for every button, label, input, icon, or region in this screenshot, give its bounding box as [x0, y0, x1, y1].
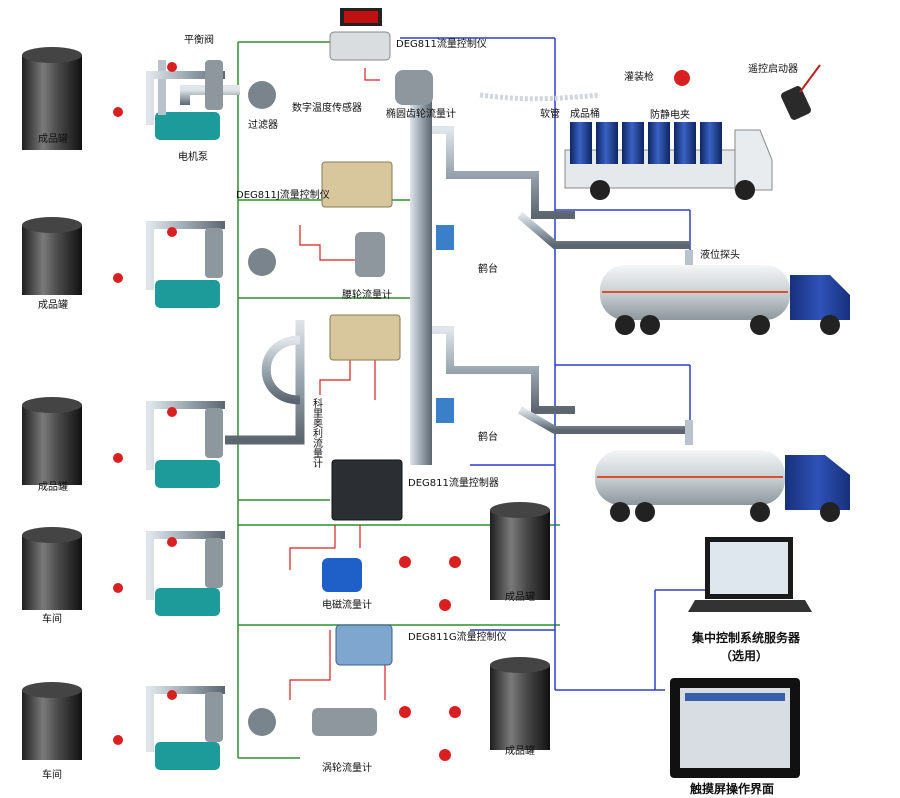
valve-body	[205, 60, 223, 110]
pump-row-1	[22, 47, 480, 150]
controller-box	[331, 459, 403, 521]
label-electromag-meter: 电磁流量计	[322, 598, 372, 611]
label-filter: 过滤器	[248, 118, 278, 131]
label-oval-gear-meter: 椭圆齿轮流量计	[386, 107, 456, 120]
label-deg811j-controller: DEG811J流量控制仪	[236, 188, 330, 201]
controller-coriolis	[329, 314, 401, 361]
tanker-2	[595, 450, 850, 522]
label-central-server: 集中控制系统服务器	[691, 630, 801, 645]
alarm-light	[674, 70, 690, 86]
label-tank-2: 成品罐	[38, 298, 68, 311]
label-workshop-2: 车间	[42, 768, 62, 781]
crane-column	[410, 95, 693, 465]
label-turbine-meter: 涡轮流量计	[322, 761, 372, 774]
label-hose: 软管	[540, 107, 560, 120]
hose	[479, 92, 601, 102]
label-temp-sensor: 数字温度传感器	[292, 101, 362, 114]
tanker-1	[600, 265, 850, 335]
label-motor-pump: 电机泵	[178, 150, 208, 163]
label-remote-starter: 遥控启动器	[748, 62, 798, 75]
controller-j	[321, 161, 393, 208]
laptop	[688, 537, 812, 612]
turbine-meter	[312, 708, 377, 736]
label-level-probe: 液位探头	[700, 248, 740, 261]
pump-row-5	[22, 657, 550, 770]
label-tank-5: 成品罐	[505, 744, 535, 757]
blue-network-lines	[400, 37, 705, 691]
controller-g	[335, 624, 393, 666]
label-crane-2: 鹤台	[478, 430, 498, 443]
red-valve-handle	[113, 107, 123, 117]
pump-row-3	[22, 320, 305, 488]
label-tank-1: 成品罐	[38, 132, 68, 145]
label-balance-valve: 平衡阀	[184, 33, 214, 46]
waist-wheel-meter	[355, 232, 385, 277]
motor-pump	[155, 112, 220, 140]
label-coriolis-meter: 科里奥利流量计	[311, 397, 323, 469]
controller-top	[329, 8, 391, 61]
label-deg811-controller-box: DEG811流量控制器	[408, 476, 499, 489]
remote-control	[781, 86, 811, 120]
label-tank-3: 成品罐	[38, 480, 68, 493]
filter	[248, 81, 276, 109]
label-antistatic-clamp: 防静电夹	[650, 108, 690, 121]
label-product-barrel: 成品桶	[570, 107, 600, 120]
label-touch-screen: 触摸屏操作界面	[690, 781, 774, 796]
pump-row-2	[22, 217, 410, 308]
barrel-truck	[564, 122, 773, 200]
electromagnetic-meter	[322, 558, 362, 592]
labels: 平衡阀 成品罐 电机泵 过滤器 数字温度传感器 椭圆齿轮流量计 DEG811流量…	[38, 33, 801, 796]
label-deg811g-controller: DEG811G流量控制仪	[408, 630, 507, 643]
tank-body	[22, 55, 82, 150]
label-optional: （选用）	[720, 648, 768, 663]
pump-row-4	[22, 502, 550, 616]
label-waist-wheel-meter: 腰轮流量计	[342, 288, 392, 301]
label-deg811-controller: DEG811流量控制仪	[396, 37, 487, 50]
label-tank-4: 成品罐	[505, 590, 535, 603]
touch-screen	[670, 678, 800, 778]
label-filling-gun: 灌装枪	[624, 70, 654, 83]
oval-gear-meter	[395, 70, 433, 105]
label-workshop-1: 车间	[42, 612, 62, 625]
label-crane-1: 鹤台	[478, 262, 498, 275]
coriolis-tube	[261, 335, 301, 405]
green-signal-lines	[237, 41, 560, 759]
